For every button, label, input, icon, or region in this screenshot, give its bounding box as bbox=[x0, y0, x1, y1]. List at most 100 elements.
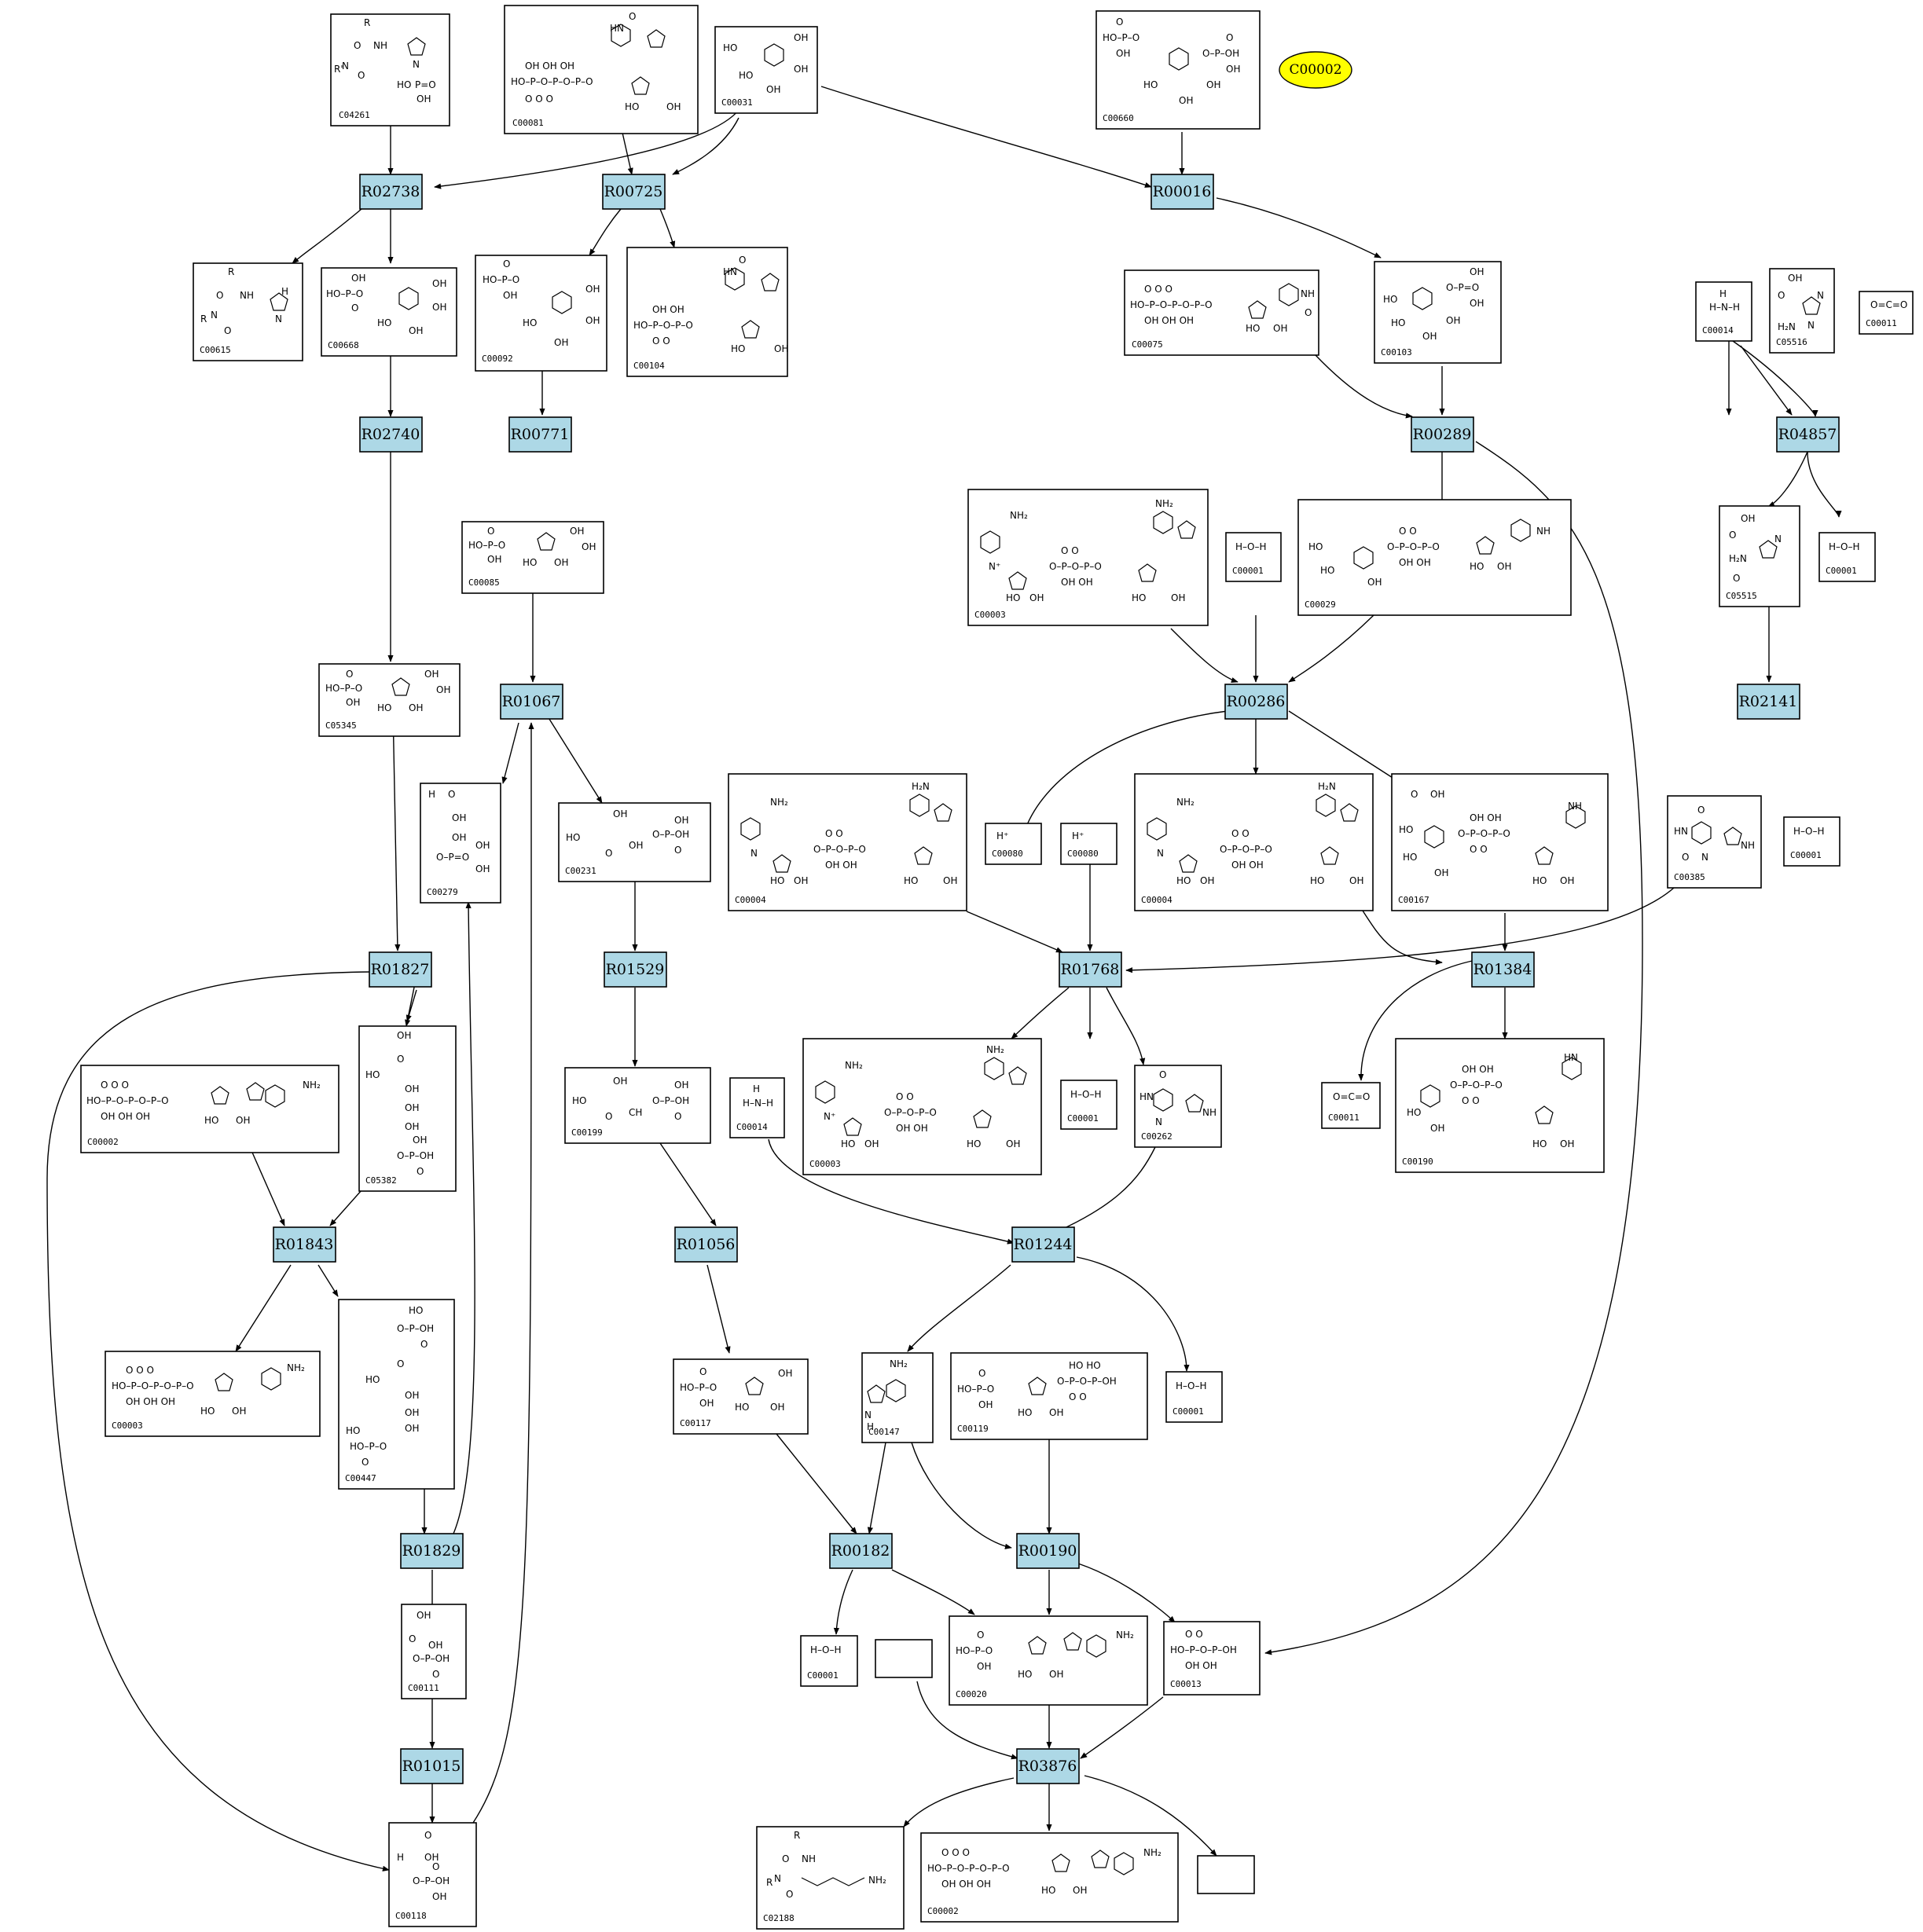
compound-C00447[interactable]: HO O–P–OH O O HO OH OH OH HO HO–P–O O C0… bbox=[338, 1299, 455, 1490]
svg-text:O: O bbox=[1778, 290, 1785, 301]
compound-C00075[interactable]: HO–P–O–P–O–P–O O O O OH OH OH NH O HO OH… bbox=[1124, 269, 1319, 356]
reaction-R01056[interactable]: R01056 bbox=[674, 1226, 738, 1263]
compound-C00111[interactable]: OH O OH O–P–OH O C00111 bbox=[401, 1604, 467, 1699]
compound-C00003[interactable]: NH₂ N⁺ O–P–O–P–O O O OH OH NH₂ HO OH HO … bbox=[967, 489, 1209, 626]
reaction-R03876[interactable]: R03876 bbox=[1016, 1748, 1080, 1784]
svg-text:OH: OH bbox=[1470, 298, 1484, 309]
compound-C00085[interactable]: HO–P–O O OH OH OH HO OH C00085 bbox=[461, 521, 604, 594]
compound-C00002-a[interactable]: HO–P–O–P–O–P–O O O O OH OH OH NH₂ HO OH … bbox=[80, 1065, 339, 1153]
reaction-R01015[interactable]: R01015 bbox=[400, 1748, 464, 1784]
svg-text:OH: OH bbox=[432, 278, 446, 289]
reaction-R01529[interactable]: R01529 bbox=[604, 951, 667, 988]
compound-C00003-b[interactable]: NH₂ N⁺ O–P–O–P–O O O OH OH NH₂ HO OH HO … bbox=[802, 1038, 1042, 1175]
compound-C00147[interactable]: NH₂ N H C00147 bbox=[861, 1352, 934, 1443]
compound-C00279[interactable]: H O OH OH O–P=O OH OH C00279 bbox=[420, 783, 501, 904]
svg-text:HO–P–O: HO–P–O bbox=[957, 1384, 994, 1395]
svg-text:H: H bbox=[428, 789, 435, 800]
compound-C00014[interactable]: H H–N–H C00014 bbox=[1695, 281, 1752, 342]
svg-text:H: H bbox=[867, 1421, 874, 1432]
compound-C00031[interactable]: HO OH OH HO OH C00031 bbox=[714, 26, 818, 114]
compound-C00013[interactable]: HO–P–O–P–OH O O OH OH C00013 bbox=[1163, 1621, 1261, 1696]
compound-C00660[interactable]: HO–P–O O OH O–P–OH O OH HO OH OH C00660 bbox=[1095, 10, 1261, 130]
svg-text:O–P–OH: O–P–OH bbox=[397, 1150, 434, 1161]
compound-C00001-b[interactable]: H–O–H C00001 bbox=[1818, 532, 1876, 582]
compound-C00092[interactable]: HO–P–O O OH OH OH HO OH C00092 bbox=[475, 255, 607, 372]
reaction-R01384[interactable]: R01384 bbox=[1471, 951, 1535, 988]
reaction-R01244[interactable]: R01244 bbox=[1011, 1226, 1075, 1263]
compound-C00167[interactable]: O OH HO HO O–P–O–P–O OH OH O O NH OH HO … bbox=[1391, 773, 1609, 911]
compound-C00080-b[interactable]: H⁺ C00080 bbox=[1060, 823, 1117, 865]
svg-text:OH: OH bbox=[405, 1423, 419, 1434]
compound-empty-b[interactable] bbox=[1197, 1855, 1255, 1894]
compound-C05382[interactable]: OH O HO OH OH OH OH O–P–OH O C05382 bbox=[358, 1025, 457, 1192]
compound-C00011[interactable]: O=C=O C00011 bbox=[1859, 291, 1914, 335]
svg-text:OH OH: OH OH bbox=[896, 1123, 928, 1134]
compound-C05516[interactable]: OH O N H₂N N C05516 bbox=[1769, 268, 1835, 354]
compound-C00029[interactable]: HO HO O–P–O–P–O O O OH OH NH OH HO OH C0… bbox=[1297, 499, 1572, 616]
svg-text:OH: OH bbox=[774, 343, 788, 354]
compound-C00199[interactable]: HO OH O CH O–P–OH OH O C00199 bbox=[564, 1067, 711, 1144]
compound-C00002-b[interactable]: HO–P–O–P–O–P–O O O O OH OH OH NH₂ HO OH … bbox=[920, 1832, 1179, 1923]
compound-C02188[interactable]: R O NH R N O NH₂ C02188 bbox=[756, 1826, 905, 1930]
svg-text:OH: OH bbox=[770, 1402, 784, 1413]
svg-text:O: O bbox=[397, 1358, 404, 1369]
compound-C00004-a[interactable]: NH₂ N O–P–O–P–O O O OH OH H₂N HO OH HO O… bbox=[728, 773, 967, 911]
reaction-R01843[interactable]: R01843 bbox=[273, 1226, 336, 1263]
compound-empty-a[interactable] bbox=[875, 1639, 933, 1678]
reaction-R01768[interactable]: R01768 bbox=[1059, 951, 1122, 988]
compound-C00615[interactable]: R O NH R N O H N C00615 bbox=[193, 262, 303, 361]
svg-text:R03876: R03876 bbox=[1018, 1758, 1077, 1775]
compound-C00103[interactable]: O–P=O OH OH HO HO OH OH C00103 bbox=[1374, 261, 1502, 364]
compound-C00262[interactable]: O HN N NH C00262 bbox=[1134, 1065, 1222, 1148]
reaction-R00190[interactable]: R00190 bbox=[1016, 1533, 1080, 1569]
reaction-R01067[interactable]: R01067 bbox=[500, 684, 563, 720]
compound-C00668[interactable]: HO–P–O OH O OH OH HO OH C00668 bbox=[321, 267, 457, 357]
compound-C00002-highlight[interactable]: C00002 bbox=[1279, 51, 1352, 89]
svg-text:H: H bbox=[1719, 288, 1727, 299]
compound-C00117[interactable]: HO–P–O O OH OH HO OH C00117 bbox=[673, 1358, 809, 1435]
svg-text:N: N bbox=[864, 1410, 872, 1421]
compound-C00001-d[interactable]: H–O–H C00001 bbox=[1060, 1080, 1117, 1130]
compound-C00231[interactable]: HO OH O OH O–P–OH OH O C00231 bbox=[558, 802, 711, 882]
compound-C00118[interactable]: O H OH O–P–OH O OH C00118 bbox=[388, 1822, 477, 1927]
compound-C00001-c[interactable]: H–O–H C00001 bbox=[1783, 816, 1840, 867]
svg-text:R00016: R00016 bbox=[1153, 183, 1212, 200]
compound-C00190[interactable]: O–P–O–P–O OH OH O O HO OH HN HO OH C0019… bbox=[1395, 1038, 1605, 1173]
compound-C00003-c[interactable]: HO–P–O–P–O–P–O O O O OH OH OH NH₂ HO OH … bbox=[105, 1351, 321, 1437]
reaction-R02740[interactable]: R02740 bbox=[359, 416, 423, 453]
reaction-R00289[interactable]: R00289 bbox=[1411, 416, 1474, 453]
compound-C00081[interactable]: HN O HO–P–O–P–O–P–O OH OH OH O O O HO OH… bbox=[504, 5, 699, 134]
compound-C00011-b[interactable]: O=C=O C00011 bbox=[1321, 1082, 1381, 1129]
compound-C00001-f[interactable]: H–O–H C00001 bbox=[800, 1635, 858, 1687]
compound-C00385[interactable]: O HN O N NH C00385 bbox=[1667, 795, 1762, 889]
svg-text:OH: OH bbox=[794, 875, 808, 886]
svg-text:NH₂: NH₂ bbox=[770, 797, 788, 808]
compound-C00080-a[interactable]: H⁺ C00080 bbox=[985, 823, 1042, 865]
reaction-R02141[interactable]: R02141 bbox=[1737, 684, 1800, 720]
compound-C00001-a[interactable]: H–O–H C00001 bbox=[1225, 532, 1282, 582]
compound-C00119[interactable]: HO–P–O O OH O–P–O–P–OH HO HO O O HO OH C… bbox=[950, 1352, 1148, 1440]
reaction-R01827[interactable]: R01827 bbox=[369, 951, 432, 988]
svg-text:OH: OH bbox=[1741, 513, 1755, 524]
compound-C00001-e[interactable]: H–O–H C00001 bbox=[1165, 1371, 1223, 1423]
reaction-R04857[interactable]: R04857 bbox=[1776, 416, 1840, 453]
svg-text:H⁺: H⁺ bbox=[996, 830, 1008, 841]
reaction-R01829[interactable]: R01829 bbox=[400, 1533, 464, 1569]
reaction-R00286[interactable]: R00286 bbox=[1224, 684, 1288, 720]
compound-C04261[interactable]: R O NH N R' O N P=O HO OH C04261 bbox=[330, 13, 450, 126]
compound-C05515[interactable]: OH O N H₂N O C05515 bbox=[1719, 505, 1800, 607]
reaction-R00771[interactable]: R00771 bbox=[508, 416, 572, 453]
reaction-R00016[interactable]: R00016 bbox=[1150, 174, 1214, 210]
reaction-R00182[interactable]: R00182 bbox=[829, 1533, 893, 1569]
svg-text:O: O bbox=[629, 11, 636, 22]
reaction-R02738[interactable]: R02738 bbox=[359, 174, 423, 210]
svg-text:R04857: R04857 bbox=[1778, 426, 1837, 443]
compound-C00020[interactable]: HO–P–O O OH NH₂ HO OH C00020 bbox=[949, 1615, 1148, 1706]
compound-C00104[interactable]: HN O HO–P–O–P–O OH OH O O HO OH C00104 bbox=[626, 247, 788, 377]
svg-text:O O O: O O O bbox=[941, 1847, 970, 1858]
reaction-R00725[interactable]: R00725 bbox=[602, 174, 666, 210]
compound-C00014-b[interactable]: H H–N–H C00014 bbox=[729, 1077, 785, 1138]
compound-C00004-b[interactable]: NH₂ N O–P–O–P–O O O OH OH H₂N HO OH HO O… bbox=[1134, 773, 1374, 911]
compound-C05345[interactable]: HO–P–O O OH OH OH HO OH C05345 bbox=[318, 663, 461, 737]
svg-text:O O O: O O O bbox=[101, 1080, 129, 1091]
